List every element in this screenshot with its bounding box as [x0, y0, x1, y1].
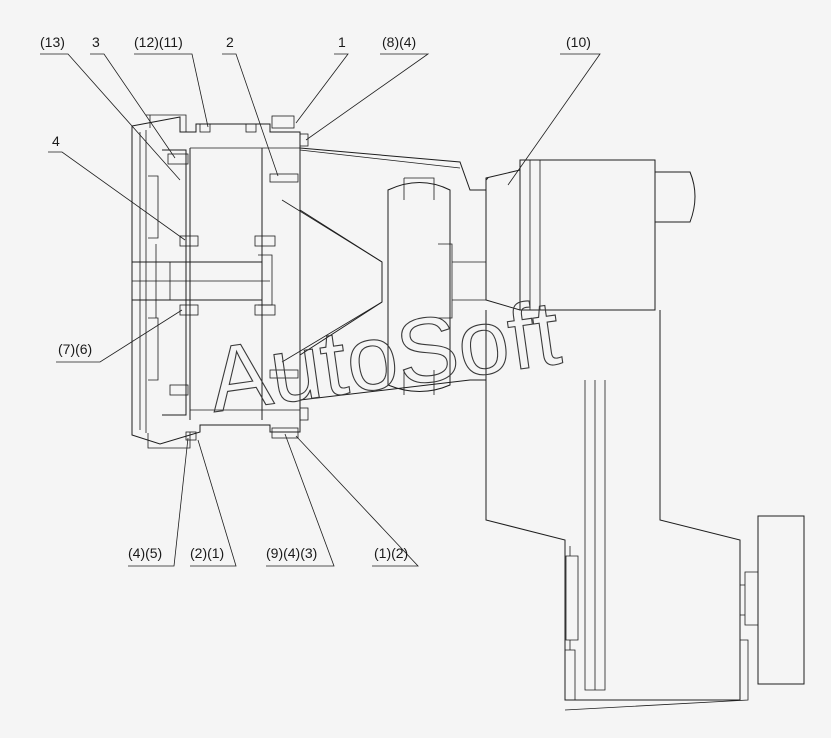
bolt: [169, 384, 189, 396]
side-clamp: [565, 546, 579, 650]
leader-7-6: [56, 309, 183, 363]
leader-8-4: [305, 53, 430, 141]
callout-12-11: (12)(11): [134, 34, 183, 50]
motor-unit: [485, 159, 696, 311]
support-column: [485, 310, 741, 701]
callout-1-2: (1)(2): [374, 545, 408, 561]
callout-3: 3: [92, 34, 100, 50]
bolt: [254, 235, 276, 247]
gearbox-cover: [757, 515, 805, 685]
motor-ribs: [529, 160, 541, 310]
gearbox-shaft-stub: [740, 584, 745, 616]
bolt: [167, 153, 189, 165]
lower-gearbox: [740, 515, 805, 685]
callout-2-1: (2)(1): [190, 545, 224, 561]
leader-10: [507, 53, 601, 186]
callout-8-4: (8)(4): [382, 34, 416, 50]
bolt: [299, 407, 309, 421]
callout-10: (10): [566, 34, 591, 50]
leader-12-11: [134, 53, 209, 128]
bolt: [179, 235, 199, 247]
outer-housing: [131, 116, 301, 445]
leader-9-4-3: [266, 433, 335, 567]
leader-4: [48, 151, 186, 241]
callout-1: 1: [338, 34, 346, 50]
bolt: [199, 123, 211, 133]
callout-4-5: (4)(5): [128, 545, 162, 561]
callout-7-6: (7)(6): [58, 341, 92, 357]
shaft-step: [155, 244, 171, 318]
watermark: AutoSoft: [203, 282, 567, 432]
bolt: [245, 123, 257, 133]
leader-4-5: [128, 437, 189, 567]
bolt: [185, 431, 197, 441]
bolt: [269, 173, 299, 183]
callout-9-4-3: (9)(4)(3): [266, 545, 317, 561]
bolt: [299, 133, 309, 147]
callout-4: 4: [52, 133, 60, 149]
leader-2-1: [190, 439, 237, 567]
coupling-shaft: [438, 243, 486, 319]
coupling-drum: [387, 182, 451, 392]
cone-inner: [281, 149, 461, 363]
bolt: [271, 427, 299, 439]
column-inner: [584, 380, 606, 691]
inner-cavity-bottom: [148, 317, 159, 381]
motor-body: [519, 159, 656, 311]
leader-13: [40, 53, 181, 181]
bolts: [167, 115, 309, 441]
callout-13: (13): [40, 34, 65, 50]
leader-lines: [40, 53, 601, 567]
callout-labels: (13) 3 (12)(11) 2 1 (8)(4) (10) 4 (7)(6)…: [40, 34, 591, 561]
leader-2: [222, 53, 279, 177]
inner-chamber: [162, 149, 187, 416]
gearbox-shaft: [744, 571, 759, 626]
motor-tail: [655, 171, 696, 223]
callout-2: 2: [226, 34, 234, 50]
inner-cavity-top: [148, 175, 159, 239]
bolt: [271, 115, 295, 129]
leader-1: [295, 53, 349, 124]
bolt: [179, 304, 199, 316]
leader-1-2: [295, 435, 419, 567]
housing-inner-left: [139, 130, 147, 433]
assembly-drawing: [131, 114, 805, 711]
coupling-inner: [403, 177, 435, 395]
column-foot: [564, 639, 749, 711]
bolt: [269, 369, 299, 379]
bolt: [254, 304, 276, 316]
housing-flange-bottom: [147, 432, 191, 449]
leader-3: [90, 53, 176, 159]
